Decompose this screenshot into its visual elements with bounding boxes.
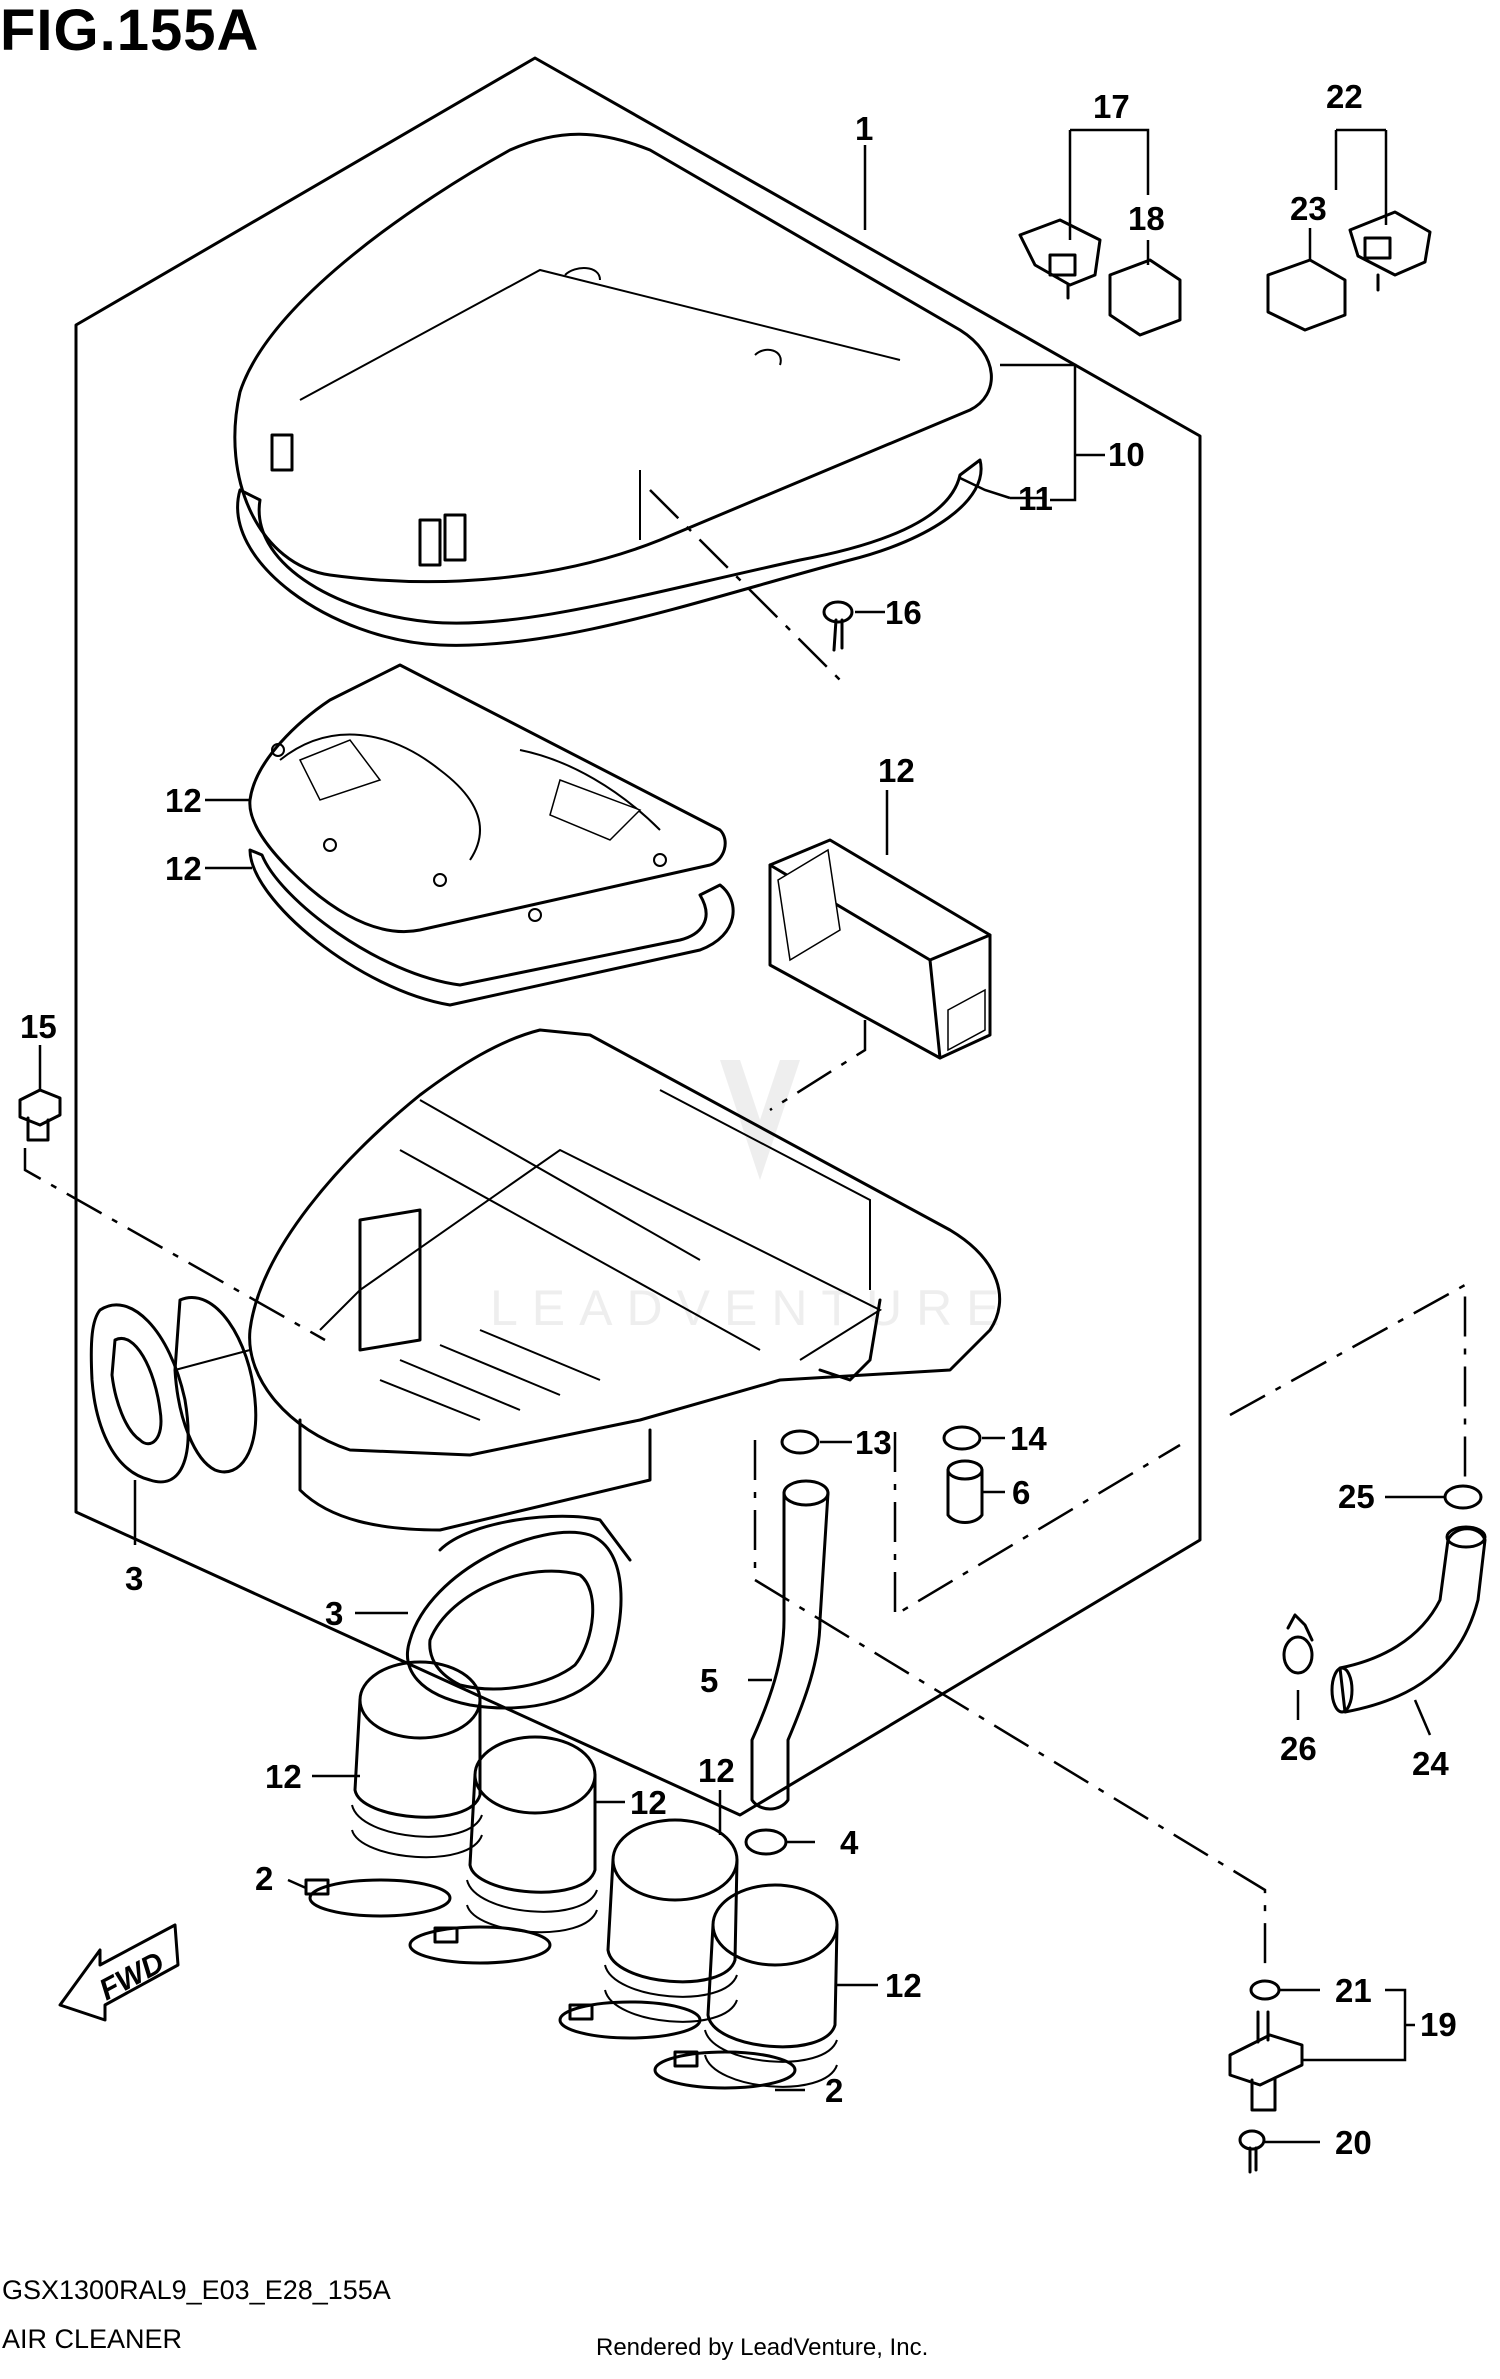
callout-15: 16 bbox=[885, 594, 922, 631]
assembly-boundary bbox=[74, 56, 1202, 1817]
callout-5: 11 bbox=[1018, 480, 1053, 517]
callout-17: 17 bbox=[1093, 88, 1130, 125]
part-21-screw bbox=[1238, 2129, 1266, 2174]
fwd-direction-marker: FWD bbox=[58, 1923, 180, 2022]
callout-13: 13 bbox=[855, 1424, 892, 1461]
callout-11: 6 bbox=[1012, 1474, 1030, 1511]
part-12-funnel-d bbox=[704, 1883, 839, 2088]
part-12-funnel-c bbox=[604, 1818, 739, 2023]
callout-21: 20 bbox=[1335, 2124, 1372, 2161]
part-12-funnel-a bbox=[351, 1660, 483, 1859]
callout-6: 12 bbox=[165, 850, 202, 887]
part-8-foam bbox=[768, 838, 992, 1060]
leader-lines bbox=[38, 128, 1445, 2144]
part-25-clip bbox=[1443, 1484, 1483, 1510]
assembly-line-bolt bbox=[23, 1148, 326, 1342]
callout-12-a: 12 bbox=[265, 1758, 302, 1795]
callout-23: 23 bbox=[1290, 190, 1327, 227]
part-15-screw bbox=[822, 600, 854, 652]
callout-22: 22 bbox=[1326, 78, 1363, 115]
watermark-text: LEADVENTURE bbox=[490, 1280, 1014, 1336]
callout-2-lower: 2 bbox=[825, 2072, 843, 2109]
part-16-bolt bbox=[18, 1088, 62, 1142]
callout-3-right: 3 bbox=[325, 1595, 343, 1632]
callout-19: 19 bbox=[1420, 2006, 1457, 2043]
callout-2-upper: 2 bbox=[255, 1860, 273, 1897]
callout-12-b: 12 bbox=[630, 1784, 667, 1821]
callout-labels: 1 10 11 17 18 22 23 16 12 12 12 15 3 3 1… bbox=[20, 78, 1457, 2161]
callout-14: 14 bbox=[1010, 1420, 1047, 1457]
assembly-line-hose bbox=[753, 1440, 1267, 1975]
part-23-cushion bbox=[1266, 258, 1347, 332]
assembly-line-side bbox=[893, 1282, 1467, 1618]
model-code: GSX1300RAL9_E03_E28_155A bbox=[2, 2275, 391, 2305]
part-14-clip bbox=[942, 1425, 982, 1451]
part-19-sensor bbox=[1228, 2010, 1304, 2112]
callout-20: 21 bbox=[1335, 1972, 1372, 2009]
part-7-filter-element bbox=[248, 663, 727, 933]
callout-7: 12 bbox=[165, 782, 202, 819]
callout-8: 12 bbox=[878, 752, 915, 789]
part-9-clip bbox=[744, 1828, 788, 1856]
assembly-line-foam bbox=[769, 1020, 867, 1112]
part-20-o-ring bbox=[1249, 1979, 1281, 2001]
part-2-clamp-upper bbox=[304, 1878, 552, 1965]
part-13-clip bbox=[780, 1429, 820, 1455]
part-22-clip bbox=[1348, 210, 1432, 292]
leadventure-watermark: LEADVENTURE bbox=[490, 1060, 1014, 1336]
callout-26: 26 bbox=[1280, 1730, 1317, 1767]
part-24-hose bbox=[1330, 1525, 1487, 1714]
part-17-clip bbox=[1018, 218, 1102, 300]
callout-16: 15 bbox=[20, 1008, 57, 1045]
part-26-clamp bbox=[1282, 1613, 1314, 1675]
callout-12-d: 12 bbox=[885, 1967, 922, 2004]
callout-25: 25 bbox=[1338, 1478, 1375, 1515]
render-credit: Rendered by LeadVenture, Inc. bbox=[596, 2334, 929, 2361]
part-1-cover bbox=[233, 132, 993, 584]
figure-title: FIG.155A bbox=[0, 0, 260, 63]
callout-1: 1 bbox=[855, 110, 873, 147]
callout-12-c: 12 bbox=[698, 1752, 735, 1789]
part-11-cap bbox=[946, 1459, 984, 1524]
callout-3-left: 3 bbox=[125, 1560, 143, 1597]
part-6-seal bbox=[248, 848, 735, 1007]
part-3-duct-right bbox=[406, 1514, 632, 1710]
air-cleaner-case bbox=[248, 1028, 1002, 1532]
callout-10: 5 bbox=[700, 1662, 718, 1699]
part-3-duct-left bbox=[89, 1296, 258, 1484]
callout-24: 24 bbox=[1412, 1745, 1449, 1782]
part-5-seal bbox=[236, 458, 983, 647]
assembly-name: AIR CLEANER bbox=[2, 2324, 183, 2354]
assembly-line-cover bbox=[649, 489, 841, 681]
callout-9: 4 bbox=[840, 1824, 859, 1861]
part-18-cushion bbox=[1108, 258, 1182, 337]
part-12-funnel-b bbox=[466, 1735, 598, 1934]
part-10-hose bbox=[750, 1479, 830, 1811]
fwd-label: FWD bbox=[94, 1946, 170, 2007]
callout-18: 18 bbox=[1128, 200, 1165, 237]
part-2-clamp-lower bbox=[558, 2000, 797, 2090]
callout-4: 10 bbox=[1108, 436, 1145, 473]
